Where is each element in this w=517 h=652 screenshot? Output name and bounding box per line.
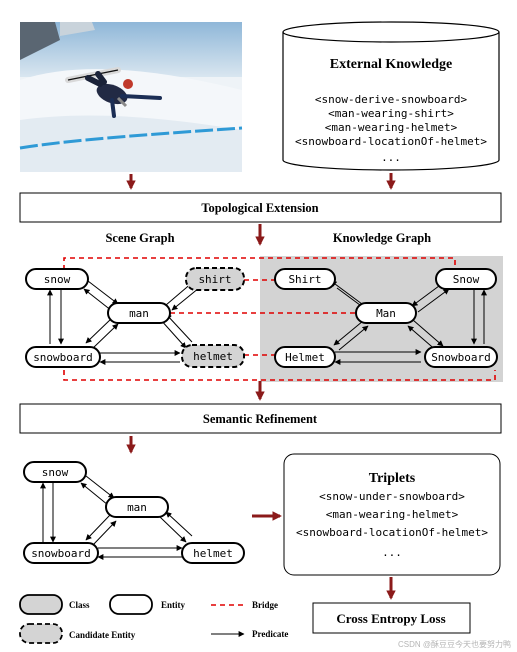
node-label: man — [129, 307, 149, 320]
external-knowledge-database: External Knowledge <snow-derive-snowboar… — [282, 21, 500, 171]
external-knowledge-line: ... — [381, 151, 401, 164]
class-node-shirt: Shirt — [274, 268, 336, 290]
legend-bridge: Bridge — [211, 600, 278, 610]
entity-node-snowboard: snowboard — [25, 346, 101, 368]
node-label: helmet — [193, 350, 233, 363]
snowboarder-photo — [19, 22, 243, 172]
knowledge-graph-title: Knowledge Graph — [333, 231, 431, 245]
cross-entropy-loss-label: Cross Entropy Loss — [336, 611, 445, 626]
external-knowledge-line: <snowboard-locationOf-helmet> — [295, 135, 487, 148]
node-label: Man — [376, 307, 396, 320]
knowledge-graph-nodes: Shirt Snow Man Helmet Snowboard — [274, 268, 498, 368]
external-knowledge-title: External Knowledge — [330, 57, 453, 72]
legend: Class Entity Bridge Candidate Entity Pre… — [19, 594, 288, 644]
triplet-line: <man-wearing-helmet> — [326, 508, 459, 521]
legend-entity-label: Entity — [161, 600, 186, 610]
triplet-line: <snow-under-snowboard> — [319, 490, 465, 503]
legend-predicate-label: Predicate — [252, 629, 288, 639]
flow-arrows-top — [126, 173, 396, 190]
node-label: shirt — [198, 273, 231, 286]
candidate-entity-node-shirt: shirt — [185, 267, 245, 291]
triplet-line: <snowboard-locationOf-helmet> — [296, 526, 488, 539]
bridge-links — [63, 257, 496, 381]
candidate-entity-node-helmet: helmet — [181, 344, 245, 368]
triplets-title: Triplets — [369, 471, 416, 486]
topological-extension-box: Topological Extension — [19, 192, 502, 223]
refined-graph-nodes: snow man snowboard helmet — [23, 461, 245, 564]
node-label: Shirt — [288, 273, 321, 286]
legend-candidate-entity-label: Candidate Entity — [69, 630, 136, 640]
legend-class: Class — [19, 594, 90, 615]
class-node-snowboard: Snowboard — [424, 346, 498, 368]
legend-predicate: Predicate — [211, 629, 288, 639]
node-label: man — [127, 501, 147, 514]
entity-node-snow: snow — [23, 461, 87, 483]
triplets-box: Triplets <snow-under-snowboard> <man-wea… — [283, 453, 501, 576]
node-label: helmet — [193, 547, 233, 560]
node-label: snowboard — [33, 351, 93, 364]
topological-extension-label: Topological Extension — [201, 201, 318, 215]
external-knowledge-line: <snow-derive-snowboard> — [315, 93, 468, 106]
entity-node-man: man — [105, 496, 169, 518]
class-node-helmet: Helmet — [274, 346, 336, 368]
refined-graph-edges — [40, 475, 193, 560]
class-node-snow: Snow — [435, 268, 497, 290]
class-node-man: Man — [355, 302, 417, 324]
node-label: Snow — [453, 273, 480, 286]
semantic-refinement-box: Semantic Refinement — [19, 403, 502, 434]
legend-candidate-entity: Candidate Entity — [19, 623, 136, 644]
external-knowledge-line: <man-wearing-helmet> — [325, 121, 458, 134]
node-label: snow — [42, 466, 69, 479]
watermark: CSDN @酥豆豆今天也要努力鸭 — [398, 639, 511, 649]
node-label: snowboard — [31, 547, 91, 560]
entity-node-helmet: helmet — [181, 542, 245, 564]
external-knowledge-line: <man-wearing-shirt> — [328, 107, 454, 120]
legend-class-label: Class — [69, 600, 90, 610]
snowboarder-figure — [65, 67, 162, 118]
node-label: Snowboard — [431, 351, 491, 364]
cross-entropy-loss-box: Cross Entropy Loss — [312, 602, 471, 634]
scene-graph-title: Scene Graph — [105, 231, 174, 245]
triplet-line: ... — [382, 546, 402, 559]
node-label: Helmet — [285, 351, 325, 364]
legend-bridge-label: Bridge — [252, 600, 278, 610]
entity-node-man: man — [107, 302, 171, 324]
scene-graph-nodes: snow man shirt snowboard helmet — [25, 267, 245, 368]
knowledge-graph-edges — [330, 280, 487, 365]
entity-node-snowboard: snowboard — [23, 542, 99, 564]
legend-entity: Entity — [109, 594, 186, 615]
semantic-refinement-label: Semantic Refinement — [203, 412, 318, 426]
node-label: snow — [44, 273, 71, 286]
scene-graph-edges — [47, 280, 200, 365]
entity-node-snow: snow — [25, 268, 89, 290]
